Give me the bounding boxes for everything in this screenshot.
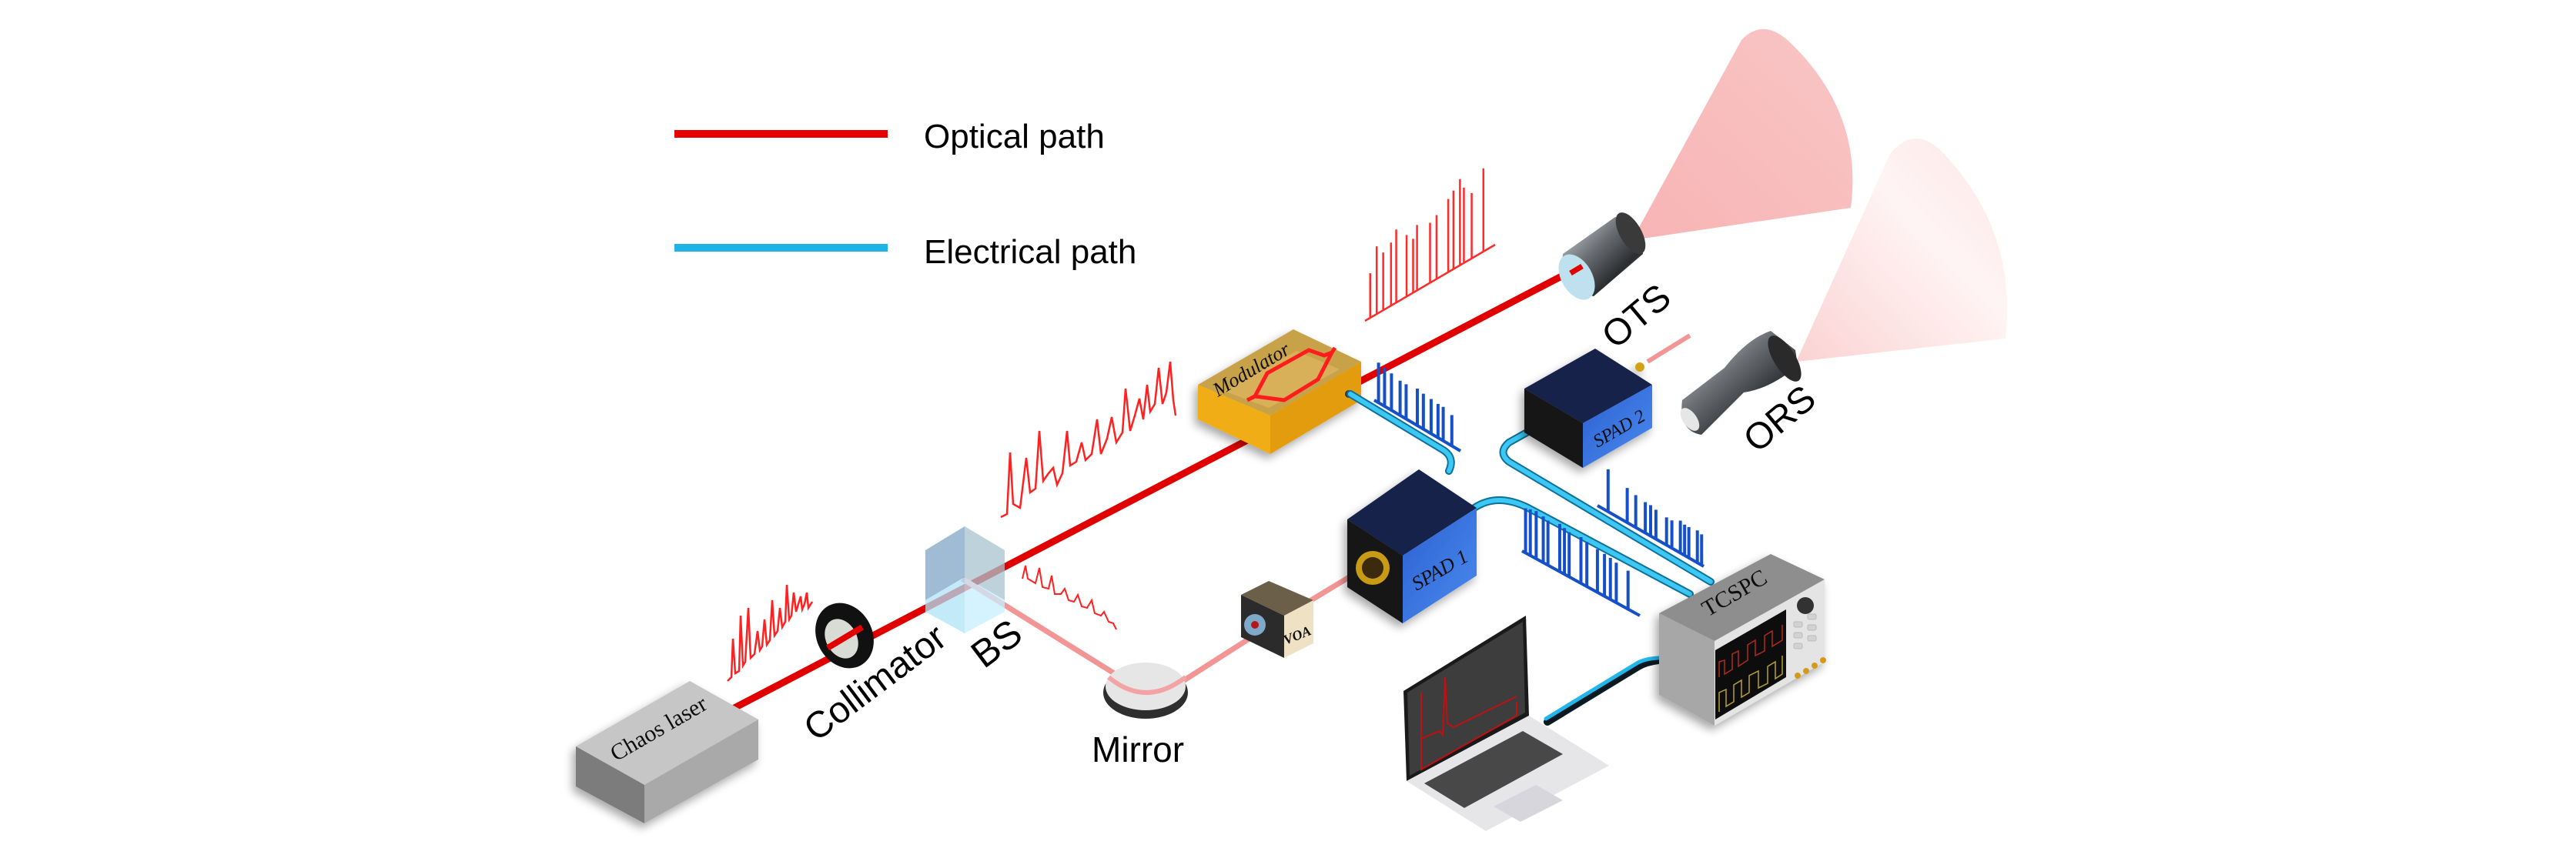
- modulator-side: [1270, 362, 1361, 454]
- ots-beam-in: [1569, 263, 1584, 276]
- spad2-input-port: [1635, 362, 1644, 372]
- electrical-pulse-train-spad2: [1597, 469, 1705, 568]
- chaos-laser-side: [644, 719, 758, 823]
- spad-1[interactable]: SPAD 1: [1347, 469, 1477, 623]
- modulated-pulse-train: [1364, 168, 1496, 322]
- spad2-top: [1524, 349, 1652, 423]
- ots-beam-cone: [1632, 28, 1853, 241]
- ots-front-lens: [1615, 212, 1646, 254]
- spad1-top: [1347, 469, 1477, 556]
- bs-top-right: [965, 526, 1005, 600]
- spad1-input-port-inner: [1362, 557, 1383, 579]
- spad1-side: [1403, 508, 1477, 623]
- voa[interactable]: VOA: [1241, 581, 1313, 658]
- legend-label-electrical: Electrical path: [924, 233, 1136, 271]
- legend-label-optical: Optical path: [924, 118, 1105, 155]
- tcspc-buttons: [1793, 613, 1817, 649]
- tcspc-display: [1715, 609, 1786, 719]
- ots-window: [1558, 254, 1595, 300]
- ors-front-lens: [1768, 336, 1802, 382]
- chaos-waveform-1: [727, 584, 814, 682]
- chaos-laser[interactable]: Chaos laser: [576, 681, 758, 823]
- chaos-laser-front: [576, 746, 644, 823]
- collimator[interactable]: [805, 593, 885, 679]
- mirror-surface: [1106, 663, 1186, 710]
- mirror-reflection: [1107, 675, 1187, 695]
- electrical-cables: [1347, 390, 1715, 726]
- ors-telescope[interactable]: [1677, 331, 1808, 435]
- tcspc[interactable]: TCSPC: [1659, 554, 1826, 726]
- laptop-keyboard: [1424, 731, 1563, 808]
- laptop-screen-plot: [1420, 676, 1517, 771]
- ots-label: OTS: [1594, 276, 1679, 356]
- cable-tcspc-laptop: [1544, 656, 1662, 726]
- voa-aperture-core: [1251, 621, 1259, 629]
- tcspc-display-traces: [1718, 625, 1783, 712]
- tcspc-connectors: [1795, 657, 1826, 679]
- legend: Optical path Electrical path: [674, 118, 1136, 271]
- spad-2[interactable]: SPAD 2: [1524, 349, 1652, 468]
- tcspc-knob[interactable]: [1797, 597, 1814, 614]
- voa-side: [1284, 600, 1313, 658]
- ors-beam-cone: [1796, 139, 2008, 362]
- electrical-path-swatch: [674, 244, 888, 252]
- chaos-waveform-2: [1000, 361, 1177, 519]
- mirror[interactable]: [1103, 663, 1188, 719]
- spad2-front: [1524, 389, 1583, 468]
- modulator-inner: [1224, 351, 1340, 408]
- spad2-side: [1583, 385, 1652, 468]
- modulator-front: [1198, 385, 1270, 454]
- laptop[interactable]: [1403, 616, 1609, 831]
- collimator-beam: [825, 624, 865, 651]
- mirror-label: Mirror: [1092, 729, 1184, 770]
- legend-item-optical: Optical path: [674, 118, 1105, 155]
- bs-top-left: [925, 526, 965, 600]
- mach-zehnder-waveguide: [1246, 346, 1337, 402]
- ors-eyepiece: [1680, 408, 1700, 431]
- beam-splitter[interactable]: [925, 526, 1005, 633]
- tcspc-left: [1659, 613, 1715, 726]
- ots-telescope[interactable]: [1551, 208, 1651, 306]
- electrical-pulse-train-spad1: [1521, 508, 1641, 617]
- chaos-laser-top: [576, 681, 758, 785]
- bs-bottom-left: [925, 577, 965, 633]
- laptop-trackpad: [1494, 785, 1563, 822]
- bs-bottom-right: [965, 577, 1005, 633]
- optical-beam-return: [1646, 333, 1691, 364]
- electrical-pulse-train-modulator: [1373, 362, 1462, 452]
- chaos-waveform-3: [1022, 565, 1117, 630]
- laptop-screen: [1407, 622, 1525, 776]
- tcspc-top: [1659, 554, 1825, 641]
- legend-item-electrical: Electrical path: [674, 233, 1136, 271]
- ors-body: [1681, 331, 1798, 435]
- optical-path-swatch: [674, 130, 888, 138]
- voa-top: [1241, 581, 1313, 616]
- optical-beam-reference: [961, 536, 1414, 694]
- modulator[interactable]: Modulator: [1198, 329, 1361, 454]
